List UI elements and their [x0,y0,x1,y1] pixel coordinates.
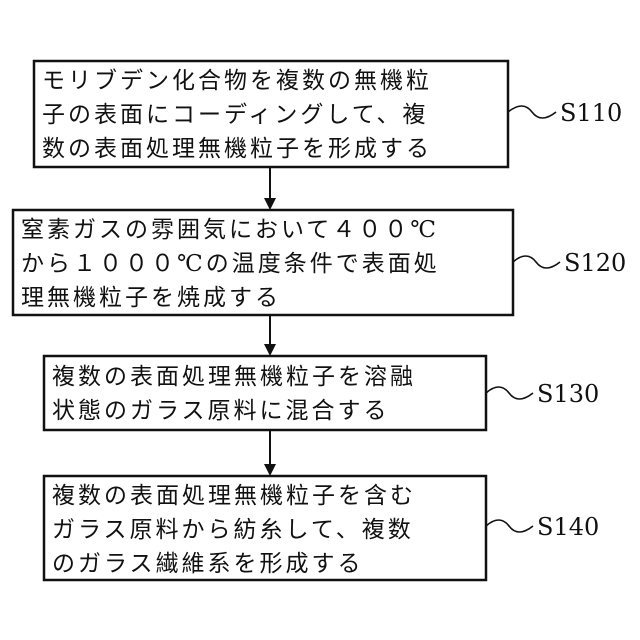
step-text-line: から１０００℃の温度条件で表面処 [21,247,440,281]
step-text-line: モリブデン化合物を複数の無機粒 [42,64,432,98]
step-text-line: 子の表面にコーディングして、複 [42,98,432,132]
step-text-line: ガラス原料から紡糸して、複数 [52,513,416,547]
leader-line-s110 [508,106,556,118]
step-label-s130: S130 [537,380,599,408]
step-label-s120: S120 [564,249,626,277]
step-label-s110: S110 [560,99,622,127]
step-text-s110: モリブデン化合物を複数の無機粒 子の表面にコーディングして、複 数の表面処理無機… [42,64,432,166]
step-text-s140: 複数の表面処理無機粒子を含む ガラス原料から紡糸して、複数 のガラス繊維系を形成… [52,479,416,581]
leader-line-s120 [513,256,560,268]
step-text-line: 数の表面処理無機粒子を形成する [42,132,432,166]
step-text-line: 窒素ガスの雰囲気において４００℃ [21,213,440,247]
step-text-s130: 複数の表面処理無機粒子を溶融 状態のガラス原料に混合する [52,360,416,428]
step-text-line: 理無機粒子を焼成する [21,281,440,315]
step-text-line: 複数の表面処理無機粒子を含む [52,479,416,513]
arrow-s130-s140 [264,430,276,476]
leader-line-s140 [486,520,533,532]
leader-line-s130 [486,387,533,399]
step-text-line: のガラス繊維系を形成する [52,547,416,581]
step-text-line: 複数の表面処理無機粒子を溶融 [52,360,416,394]
arrow-s120-s130 [264,315,276,356]
step-label-s140: S140 [537,513,599,541]
arrow-s110-s120 [264,167,276,210]
step-text-line: 状態のガラス原料に混合する [52,394,416,428]
step-text-s120: 窒素ガスの雰囲気において４００℃ から１０００℃の温度条件で表面処 理無機粒子を… [21,213,440,315]
